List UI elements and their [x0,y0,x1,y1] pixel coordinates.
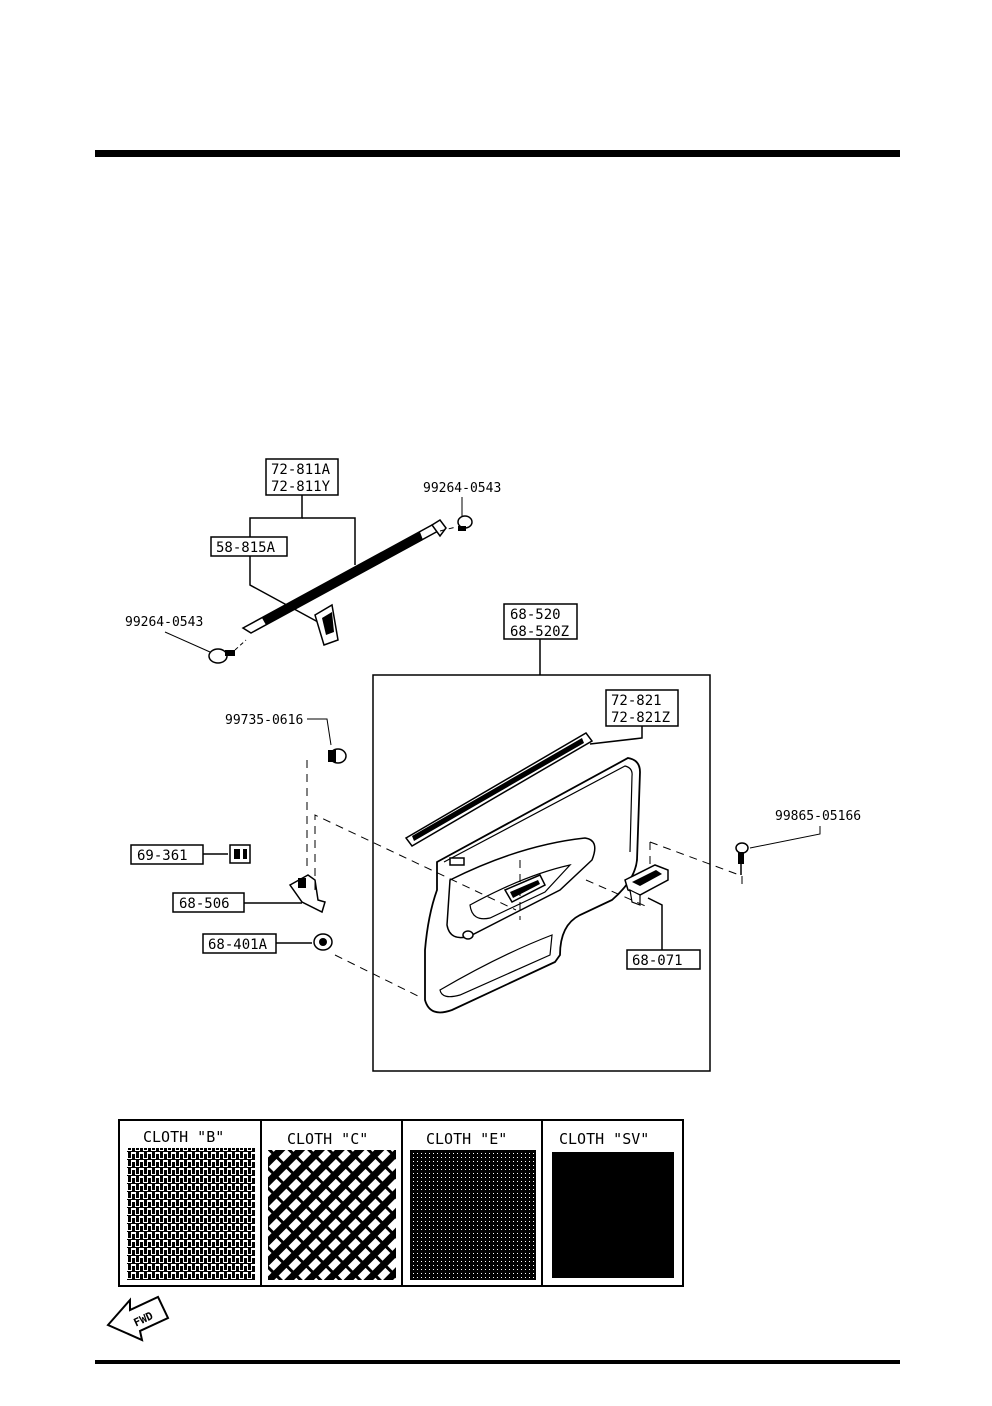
label-clip-top: 99264-0543 [423,481,501,496]
label-screw-left: 99735-0616 [225,713,303,728]
label-68-071: 68-071 [632,953,683,969]
label-72-811A: 72-811A [271,462,331,478]
label-68-520Z: 68-520Z [510,624,569,640]
fastener-68-401A: 68-401A [202,933,333,954]
label-screw-right: 99865-05166 [775,809,861,824]
label-68-401A: 68-401A [208,937,268,953]
inner-belt-strip [404,732,594,847]
label-72-821: 72-821 [611,693,662,709]
label-clip-left: 99264-0543 [125,615,203,630]
fwd-arrow-icon: FWD [106,1295,170,1342]
screw-right: 99865-05166 [735,809,861,875]
alignment-dashes [306,760,743,999]
window-weatherstrip [241,518,447,646]
screw-left: 99735-0616 [225,713,347,764]
cloth-label-sv: CLOTH "SV" [559,1130,649,1148]
cloth-sample-b: CLOTH "B" [127,1128,255,1280]
clip-top: 99264-0543 [423,481,501,532]
door-trim-panel [424,757,641,1014]
cloth-sample-sv: CLOTH "SV" [552,1130,674,1278]
callout-72-811: 72-811A 72-811Y [249,458,356,565]
callout-68-520: 68-520 68-520Z [503,603,578,675]
callout-68-071: 68-071 [626,897,701,970]
label-68-520: 68-520 [510,607,561,623]
callout-58-815A: 58-815A [210,536,319,623]
label-69-361: 69-361 [137,848,188,864]
cloth-label-c: CLOTH "C" [287,1130,368,1148]
cloth-sample-c: CLOTH "C" [268,1130,396,1280]
bracket-68-506: 68-506 [172,874,326,914]
footer-rule [95,1360,900,1364]
header-rule [95,150,900,157]
cloth-sample-e: CLOTH "E" [410,1130,536,1280]
clip-left: 99264-0543 [125,615,247,664]
cloth-label-e: CLOTH "E" [426,1130,507,1148]
label-72-821Z: 72-821Z [611,710,670,726]
trim-panel-frame [372,674,711,1072]
callout-72-821: 72-821 72-821Z [589,689,679,745]
handle-bezel [624,864,669,906]
cloth-label-b: CLOTH "B" [143,1128,224,1146]
cloth-samples: CLOTH "B" CLOTH "C" CLOTH "E" CLOTH "SV" [118,1119,684,1287]
label-68-506: 68-506 [179,896,230,912]
label-58-815A: 58-815A [216,540,276,556]
switch-69-361: 69-361 [130,844,251,865]
label-72-811Y: 72-811Y [271,479,331,495]
